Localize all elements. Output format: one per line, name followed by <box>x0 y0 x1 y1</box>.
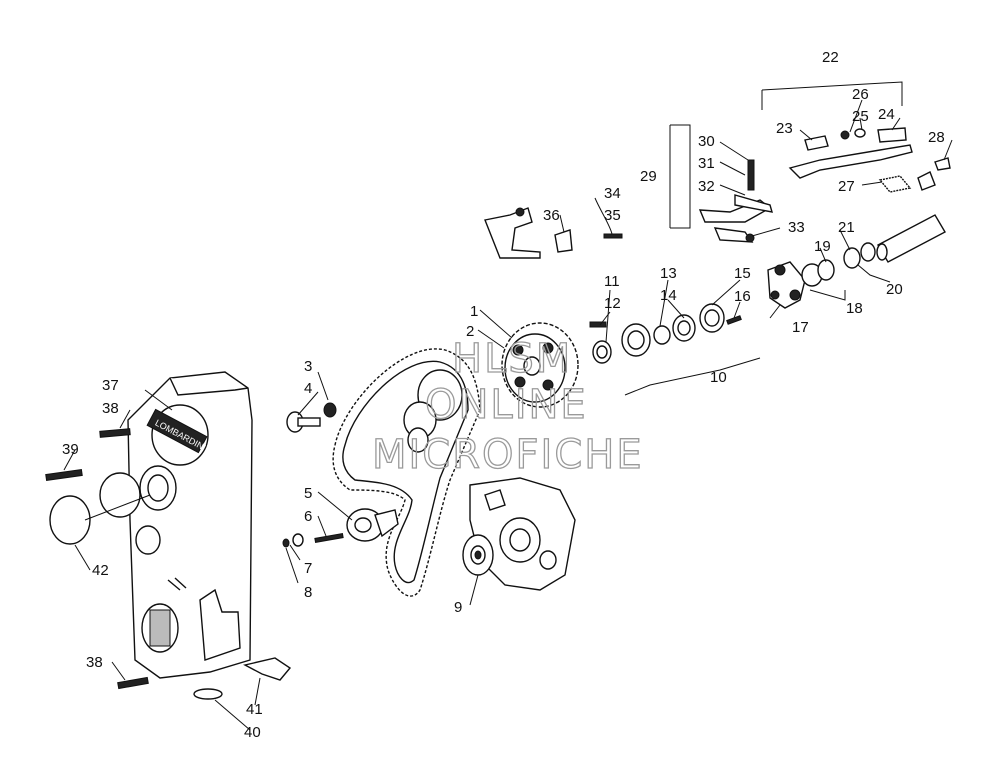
label-34: 34 <box>604 185 621 202</box>
shaft-assembly <box>589 303 742 364</box>
label-7: 7 <box>304 560 312 577</box>
label-1: 1 <box>470 303 478 320</box>
lever-assembly <box>698 159 773 243</box>
label-2: 2 <box>466 323 474 340</box>
leader-lines <box>63 81 953 731</box>
label-13: 13 <box>660 265 677 282</box>
tensioner-5 <box>282 508 399 548</box>
label-38-top: 38 <box>102 400 119 417</box>
label-15: 15 <box>734 265 751 282</box>
belt-sprockets <box>403 369 463 453</box>
label-5: 5 <box>304 485 312 502</box>
label-4: 4 <box>304 380 312 397</box>
watermark-line-2: ONLINE <box>425 382 588 428</box>
bolts-left <box>45 428 149 690</box>
watermark: HLSM ONLINE MICROFICHE <box>371 335 644 478</box>
label-29: 29 <box>640 168 657 185</box>
label-10: 10 <box>710 369 727 386</box>
label-3: 3 <box>304 358 312 375</box>
label-16: 16 <box>734 288 751 305</box>
label-42: 42 <box>92 562 109 579</box>
bolt-3 <box>286 402 337 433</box>
label-21: 21 <box>838 219 855 236</box>
label-23: 23 <box>776 120 793 137</box>
label-18: 18 <box>846 300 863 317</box>
bracket-41 <box>193 657 292 700</box>
label-33: 33 <box>788 219 805 236</box>
label-20: 20 <box>886 281 903 298</box>
label-30: 30 <box>698 133 715 150</box>
label-8: 8 <box>304 584 312 601</box>
label-28: 28 <box>928 129 945 146</box>
label-12: 12 <box>604 295 621 312</box>
label-22: 22 <box>822 49 839 66</box>
watermark-line-3: MICROFICHE <box>372 432 644 478</box>
label-41: 41 <box>246 701 263 718</box>
label-26: 26 <box>852 86 869 103</box>
cam-sprocket-1 <box>501 322 579 408</box>
governor-assembly <box>767 214 946 309</box>
label-17: 17 <box>792 319 809 336</box>
callout-labels: 1 2 3 4 5 6 7 8 9 10 11 12 13 14 15 16 1… <box>62 49 945 741</box>
bracket-left-linkage <box>484 207 623 259</box>
label-35: 35 <box>604 207 621 224</box>
watermark-line-1: HLSM <box>452 336 572 382</box>
pump-housing <box>462 477 576 591</box>
label-14: 14 <box>660 287 677 304</box>
cap-42 <box>49 472 141 545</box>
label-27: 27 <box>838 178 855 195</box>
label-19: 19 <box>814 238 831 255</box>
label-40: 40 <box>244 724 261 741</box>
label-39: 39 <box>62 441 79 458</box>
label-9: 9 <box>454 599 462 616</box>
label-32: 32 <box>698 178 715 195</box>
label-36: 36 <box>543 207 560 224</box>
label-31: 31 <box>698 155 715 172</box>
label-24: 24 <box>878 106 895 123</box>
label-25: 25 <box>852 108 869 125</box>
label-6: 6 <box>304 508 312 525</box>
label-37: 37 <box>102 377 119 394</box>
label-11: 11 <box>604 273 620 290</box>
label-38-bottom: 38 <box>86 654 103 671</box>
linkage-upper-right <box>788 127 951 193</box>
timing-cover: LOMBARDINI <box>127 371 253 679</box>
